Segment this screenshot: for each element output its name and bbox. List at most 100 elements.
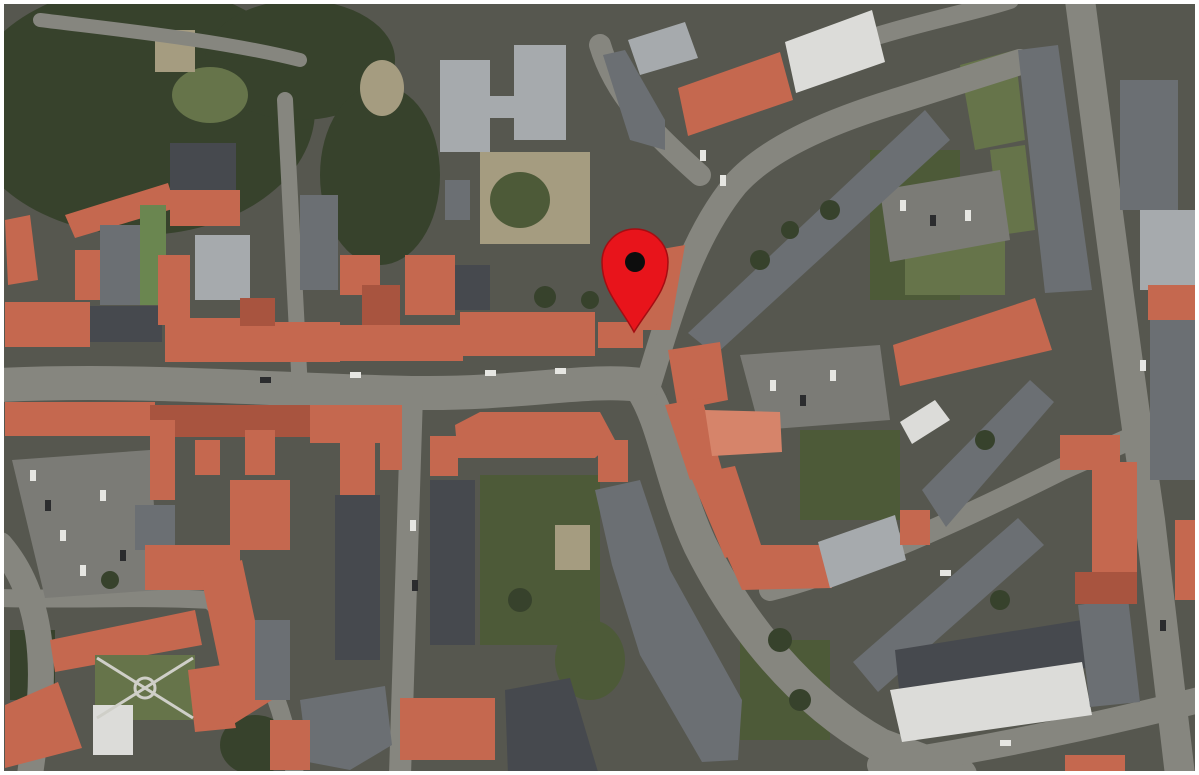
building-roof — [893, 298, 1052, 386]
building-roof — [440, 60, 490, 152]
tree — [750, 250, 770, 270]
tree — [820, 200, 840, 220]
building-roof — [362, 285, 400, 325]
building-roof — [668, 342, 728, 410]
building-roof — [900, 400, 950, 444]
building-roof — [705, 410, 782, 456]
car — [410, 520, 416, 531]
road — [4, 589, 219, 609]
car — [1160, 620, 1166, 631]
building-roof — [922, 380, 1054, 527]
park-path — [133, 676, 157, 700]
map-pin-icon[interactable] — [601, 228, 669, 334]
building-roof — [195, 440, 220, 475]
sand-patch — [360, 60, 404, 116]
building-roof — [150, 420, 175, 500]
building-roof — [135, 505, 175, 550]
building-roof — [405, 255, 455, 315]
woodland — [320, 85, 440, 265]
building-roof — [245, 430, 275, 475]
building-roof — [890, 662, 1092, 742]
park-path — [96, 656, 194, 720]
green-area — [800, 430, 900, 520]
car — [80, 565, 86, 576]
building-roof — [300, 195, 338, 290]
buildings-layer — [5, 10, 1195, 771]
building-roof — [690, 466, 762, 558]
tree — [781, 221, 799, 239]
car — [485, 370, 496, 376]
building-roof — [818, 515, 906, 588]
building-roof — [5, 302, 90, 347]
car — [940, 570, 951, 576]
building-roof — [1065, 755, 1125, 771]
building-roof — [598, 440, 628, 482]
map-pin-center-dot — [625, 252, 645, 272]
building-roof — [170, 143, 236, 191]
building-roof — [460, 312, 595, 356]
building-roof — [5, 682, 82, 768]
road — [867, 687, 1195, 771]
car — [30, 470, 36, 481]
building-roof — [665, 398, 722, 480]
car — [800, 395, 806, 406]
car — [720, 175, 726, 186]
road — [871, 4, 1019, 44]
tree — [768, 628, 792, 652]
building-roof — [195, 235, 250, 300]
tree — [101, 571, 119, 589]
car — [100, 490, 106, 501]
tree — [534, 286, 556, 308]
building-roof — [170, 190, 240, 226]
building-roof — [445, 180, 470, 220]
location-marker[interactable] — [601, 228, 669, 334]
building-roof — [514, 45, 566, 140]
building-roof — [722, 545, 832, 590]
building-roof — [785, 10, 885, 93]
building-roof — [1175, 520, 1195, 600]
tree — [990, 590, 1010, 610]
tree — [581, 291, 599, 309]
car — [120, 550, 126, 561]
building-roof — [900, 510, 930, 545]
building-roof — [895, 620, 1086, 698]
car — [770, 380, 776, 391]
building-roof — [488, 96, 516, 118]
building-roof — [338, 325, 463, 361]
building-roof — [380, 440, 402, 470]
car — [1000, 740, 1011, 746]
park-paths — [96, 656, 194, 720]
building-roof — [275, 322, 340, 362]
car — [350, 372, 361, 378]
building-roof — [595, 480, 742, 762]
building-roof — [158, 255, 190, 325]
building-roof — [93, 705, 133, 755]
road — [1065, 4, 1195, 771]
building-roof — [335, 495, 380, 660]
sand-pit — [555, 525, 590, 570]
car — [830, 370, 836, 381]
building-roof — [1018, 45, 1092, 293]
car — [555, 368, 566, 374]
building-roof — [5, 402, 155, 436]
car — [930, 215, 936, 226]
tree — [789, 689, 811, 711]
car — [45, 500, 51, 511]
car — [1140, 360, 1146, 371]
building-roof — [628, 22, 698, 75]
building-roof — [150, 405, 310, 437]
building-roof — [455, 265, 490, 310]
car — [260, 377, 271, 383]
car — [965, 210, 971, 221]
building-roof — [188, 665, 236, 732]
building-roof — [310, 405, 402, 443]
building-roof — [340, 440, 375, 495]
building-roof — [400, 698, 495, 760]
building-roof — [75, 250, 100, 300]
building-roof — [240, 298, 275, 326]
tree — [975, 430, 995, 450]
building-roof — [270, 720, 310, 770]
